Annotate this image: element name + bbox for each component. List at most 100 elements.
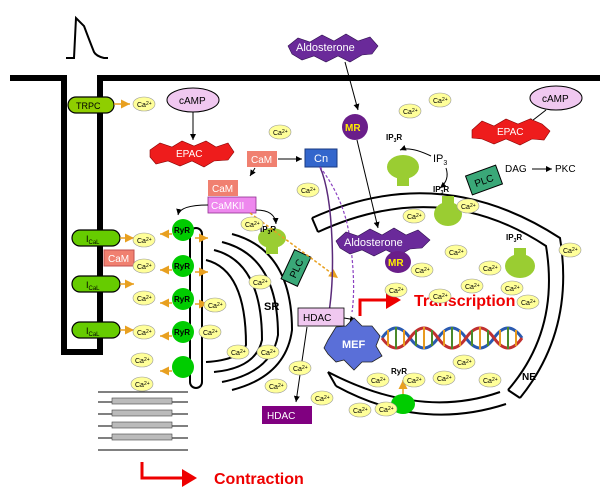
svg-text:Cn: Cn: [314, 153, 328, 165]
myofibril-stack: [98, 391, 188, 451]
ca-ion-icon: Ca2+: [256, 344, 280, 360]
ca-ion-icon: Ca2+: [248, 274, 272, 290]
sarcolemma: [10, 75, 600, 355]
svg-text:Ca2+: Ca2+: [457, 359, 472, 367]
ca-ion-icon: Ca2+: [132, 96, 156, 112]
ca-ion-icon: Ca2+: [288, 360, 312, 376]
svg-text:RyR: RyR: [174, 262, 190, 271]
ical-channel-2: ICaL: [71, 275, 121, 293]
trpc-label: TRPC: [76, 101, 101, 111]
cam-box-mid: CaM: [208, 180, 238, 196]
svg-text:ICaL: ICaL: [86, 234, 100, 246]
svg-text:IP3R: IP3R: [386, 133, 402, 144]
hdac-box-light: HDAC: [297, 307, 345, 327]
pkc-label: PKC: [555, 164, 576, 175]
mef-burst: MEF: [323, 317, 383, 371]
ryr-column: RyR RyR RyR RyR: [172, 219, 194, 378]
ical-channel-3: ICaL: [71, 321, 121, 339]
ca-ion-icon: Ca2+: [268, 124, 292, 140]
ca-ion-icon: Ca2+: [500, 280, 524, 296]
svg-text:Ca2+: Ca2+: [433, 293, 448, 301]
plc-nucleus: PLC: [464, 164, 504, 196]
mr-receptor-top: MR: [342, 114, 368, 140]
contraction-label: Contraction: [214, 471, 304, 488]
ca-ion-icon: Ca2+: [398, 103, 422, 119]
ca-ion-icon: Ca2+: [296, 182, 320, 198]
svg-text:RyR: RyR: [174, 328, 190, 337]
ca-ion-icon: Ca2+: [130, 352, 154, 368]
mr-receptor-nucleus: MR: [385, 251, 411, 273]
svg-text:Ca2+: Ca2+: [245, 221, 260, 229]
svg-text:CaMKII: CaMKII: [211, 201, 244, 212]
svg-text:Ca2+: Ca2+: [379, 406, 394, 414]
action-potential-icon: [66, 15, 108, 59]
svg-text:Ca2+: Ca2+: [208, 302, 223, 310]
svg-text:HDAC: HDAC: [267, 411, 295, 422]
ca-ion-icon: Ca2+: [452, 354, 476, 370]
sr-label: SR: [264, 301, 279, 313]
svg-text:RyR: RyR: [174, 226, 190, 235]
svg-text:Ca2+: Ca2+: [353, 407, 368, 415]
ca-ion-icon: Ca2+: [132, 258, 156, 274]
svg-text:RyR: RyR: [174, 295, 190, 304]
ca-ion-icon: Ca2+: [198, 324, 222, 340]
svg-text:Ca2+: Ca2+: [137, 237, 152, 245]
svg-text:Ca2+: Ca2+: [521, 299, 536, 307]
ca-ion-icon: Ca2+: [130, 376, 154, 392]
ip3r-nucleus-right: IP3R: [505, 233, 535, 278]
ip3r-nucleus-mid: IP3R: [433, 185, 462, 226]
trpc-channel: TRPC: [67, 96, 115, 114]
sr-cisternae: [205, 233, 294, 391]
svg-text:MEF: MEF: [342, 339, 366, 351]
ca-ion-layer: Ca2+ Ca2+ Ca2+ Ca2+ Ca2+ Ca2+ Ca2+ Ca2+ Ca2+ Ca2+…: [130, 92, 582, 418]
svg-text:Ca2+: Ca2+: [301, 187, 316, 195]
svg-text:RyR: RyR: [391, 367, 407, 376]
ip3r-sr: IP3R: [258, 225, 286, 254]
svg-text:Ca2+: Ca2+: [389, 287, 404, 295]
svg-text:Ca2+: Ca2+: [137, 295, 152, 303]
svg-text:MR: MR: [345, 123, 361, 134]
ca-ion-icon: Ca2+: [478, 260, 502, 276]
svg-text:Ca2+: Ca2+: [563, 247, 578, 255]
ca-ion-icon: Ca2+: [240, 216, 264, 232]
ca-ion-icon: Ca2+: [264, 378, 288, 394]
svg-text:Ca2+: Ca2+: [315, 395, 330, 403]
svg-text:Ca2+: Ca2+: [407, 377, 422, 385]
ca-ion-icon: Ca2+: [348, 402, 372, 418]
ne-label: NE: [522, 372, 536, 383]
aldosterone-burst-nucleus: Aldosterone: [335, 227, 431, 257]
svg-text:IP3R: IP3R: [433, 185, 449, 196]
ca-ion-icon: Ca2+: [410, 262, 434, 278]
ca-ion-icon: Ca2+: [478, 372, 502, 388]
ca-ion-icon: Ca2+: [384, 282, 408, 298]
ca-ion-icon: Ca2+: [402, 208, 426, 224]
svg-text:Ca2+: Ca2+: [433, 97, 448, 105]
epac-burst-right: EPAC: [471, 118, 551, 146]
svg-text:ICaL: ICaL: [86, 280, 100, 292]
svg-text:Ca2+: Ca2+: [403, 108, 418, 116]
ca-ion-icon: Ca2+: [366, 372, 390, 388]
cam-box-top: CaM: [247, 151, 277, 167]
svg-text:Ca2+: Ca2+: [135, 381, 150, 389]
svg-text:MR: MR: [388, 258, 404, 269]
ca-ion-icon: Ca2+: [203, 297, 227, 313]
ca-ion-icon: Ca2+: [516, 294, 540, 310]
svg-text:Ca2+: Ca2+: [203, 329, 218, 337]
svg-text:Ca2+: Ca2+: [269, 383, 284, 391]
svg-text:CaM: CaM: [251, 155, 272, 166]
ip3r-nucleus-top: IP3R: [386, 133, 419, 186]
camkii-box: CaMKII: [207, 196, 257, 214]
svg-text:Ca2+: Ca2+: [137, 263, 152, 271]
svg-text:cAMP: cAMP: [542, 94, 569, 105]
svg-text:Ca2+: Ca2+: [135, 357, 150, 365]
svg-text:Ca2+: Ca2+: [371, 377, 386, 385]
svg-text:Aldosterone: Aldosterone: [296, 42, 355, 54]
svg-text:HDAC: HDAC: [303, 313, 331, 324]
svg-text:Ca2+: Ca2+: [505, 285, 520, 293]
svg-text:ICaL: ICaL: [86, 326, 100, 338]
svg-text:Ca2+: Ca2+: [465, 283, 480, 291]
svg-text:Ca2+: Ca2+: [483, 265, 498, 273]
svg-text:CaM: CaM: [108, 254, 129, 265]
svg-text:Ca2+: Ca2+: [415, 267, 430, 275]
